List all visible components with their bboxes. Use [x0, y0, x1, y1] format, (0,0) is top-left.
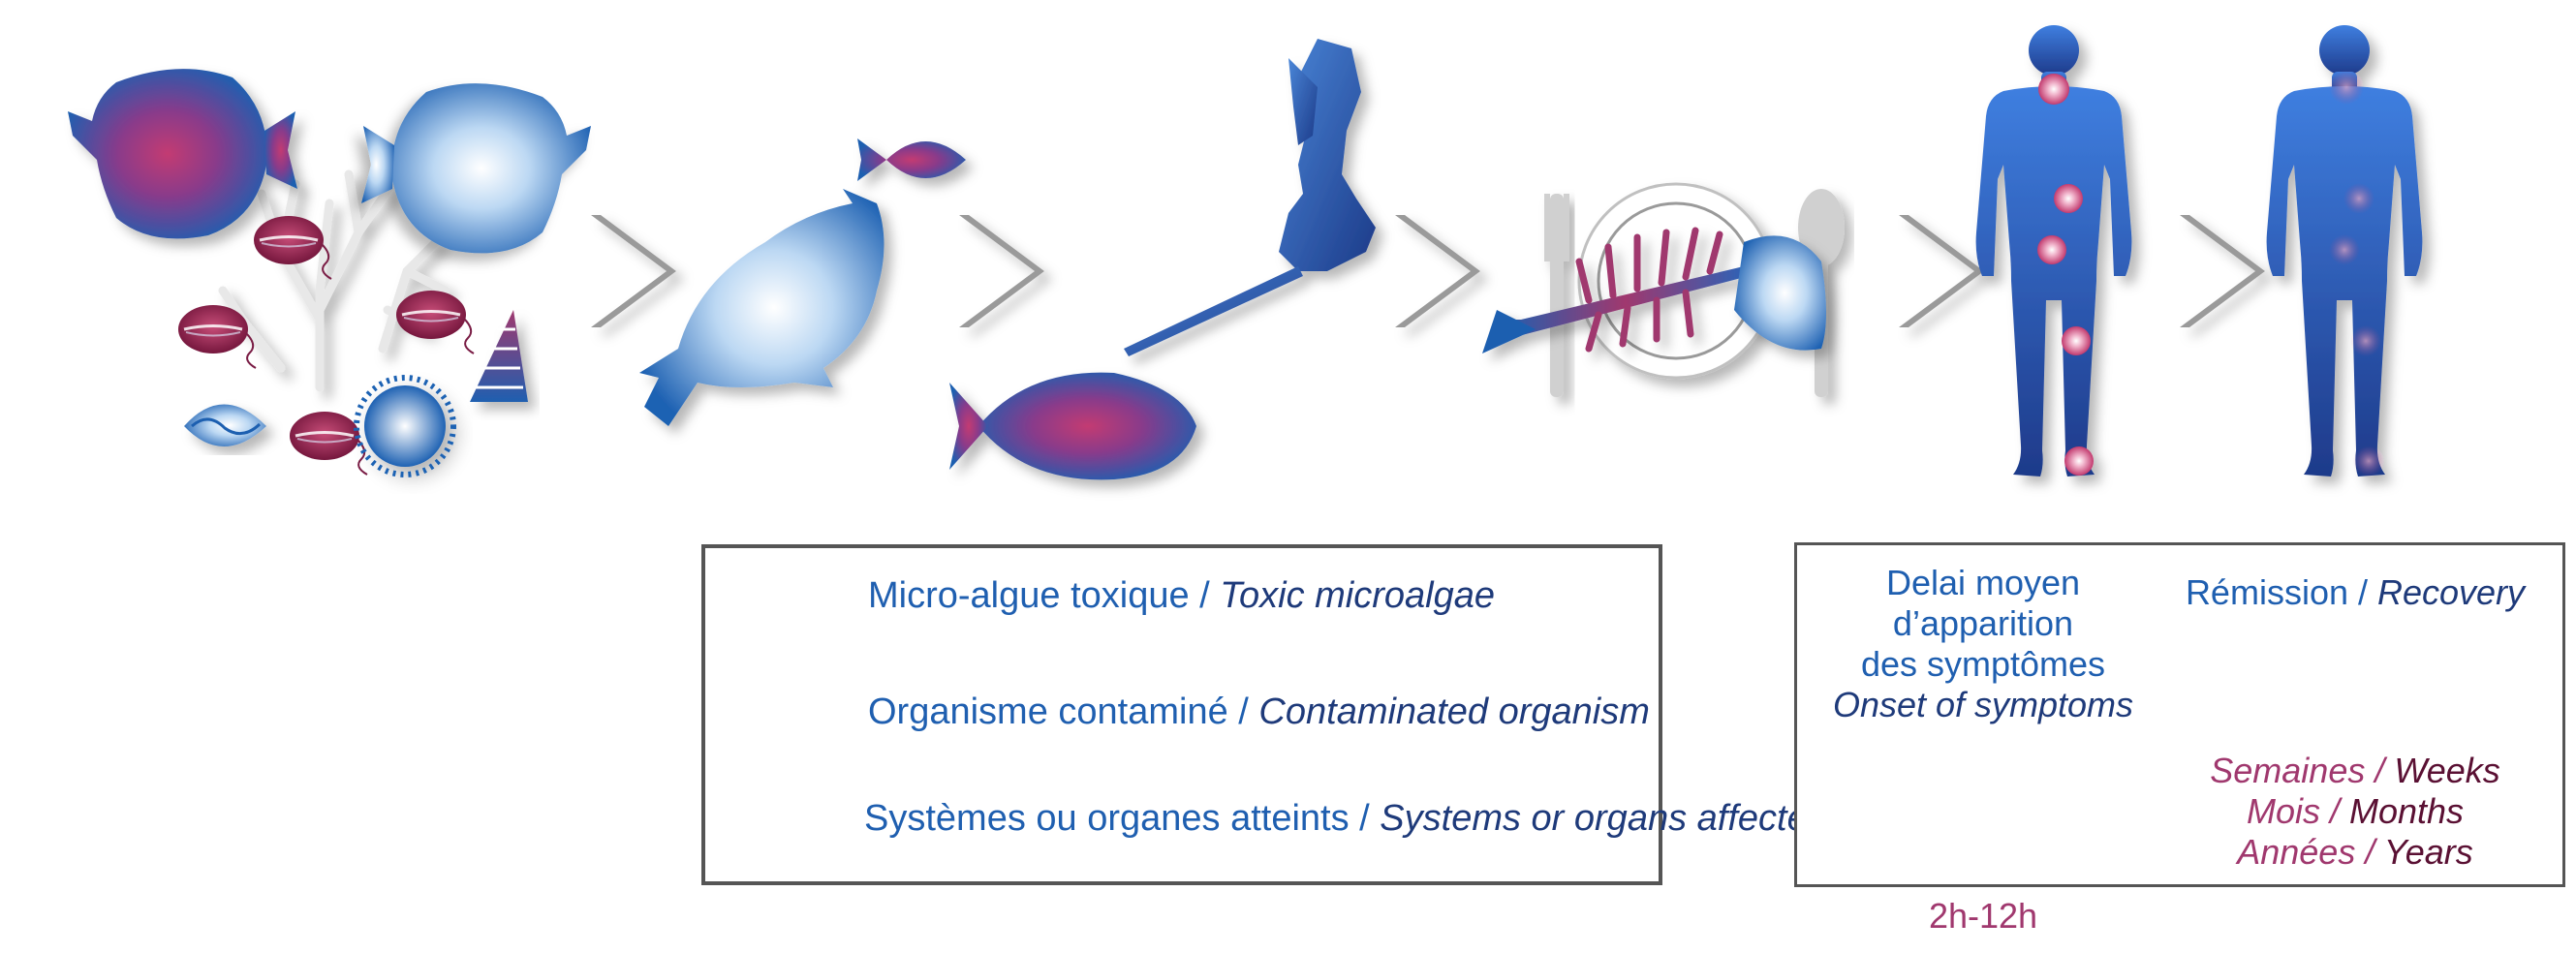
affected-organs [2037, 74, 2094, 476]
legend-fr: Organisme contaminé [868, 691, 1228, 732]
symptoms-stage [1975, 25, 2132, 476]
fading-organs [2329, 70, 2384, 476]
duration-fr: Années [2237, 832, 2356, 872]
duration-months: Mois / Months [2161, 791, 2549, 832]
onset-label-fr-2: des symptômes [1860, 644, 2106, 684]
meal-stage [1482, 182, 1845, 397]
surgeonfish-icon [361, 83, 591, 254]
legend-fr: Systèmes ou organes atteints [864, 797, 1350, 839]
duration-en: Months [2348, 791, 2465, 831]
organ-dot-icon [2038, 74, 2069, 105]
legend-fr: Micro-algue toxique [868, 574, 1190, 616]
recovery-stage [2266, 25, 2423, 476]
urchin-icon [354, 375, 456, 477]
legend-separator: / [1227, 691, 1259, 732]
organ-dot-icon [2064, 446, 2094, 476]
organ-dot-icon [2329, 234, 2360, 265]
microalga-icon [176, 303, 258, 370]
grouper-icon [639, 189, 885, 426]
shell-icon [470, 310, 528, 402]
remission-column: Rémission / Recovery Semaines / Weeks Mo… [2161, 572, 2549, 873]
chevron-right-icon [1899, 215, 1984, 327]
legend-label: Micro-algue toxique / Toxic microalgae [868, 575, 1495, 617]
chevron-right-icon [1395, 215, 1480, 327]
timeline-box: Delai moyen d’apparition des symptômes O… [1794, 542, 2565, 936]
chevron-right-icon [959, 215, 1044, 327]
small-fish-icon [857, 138, 966, 181]
onset-label-fr-1: Delai moyen d’apparition [1885, 563, 2081, 643]
predator-stage [639, 138, 966, 426]
organ-dot-icon [2037, 235, 2066, 264]
legend-box: Micro-algue toxique / Toxic microalgae O… [701, 544, 1828, 885]
chevron-right-icon [591, 215, 676, 327]
duration-en: Years [2383, 832, 2473, 872]
duration-en: Weeks [2394, 751, 2500, 790]
reef-fish-icon [184, 404, 266, 446]
organ-dot-icon [2350, 325, 2381, 356]
legend-label: Systèmes ou organes atteints / Systems o… [864, 798, 1828, 840]
legend-separator: / [1349, 797, 1381, 839]
legend-en: Toxic microalgae [1220, 574, 1496, 616]
spearfisher-icon [1124, 39, 1376, 356]
remission-en: Recovery [2377, 572, 2526, 612]
microalga-icon [394, 289, 476, 355]
remission-fr: Rémission [2185, 572, 2348, 612]
remission-label: Rémission / Recovery [2161, 572, 2549, 613]
onset-label-en: Onset of symptoms [1832, 685, 2134, 724]
organ-dot-icon [2343, 183, 2374, 214]
reef-stage [68, 69, 591, 477]
legend-label: Organisme contaminé / Contaminated organ… [868, 692, 1650, 733]
organ-dot-icon [2054, 184, 2083, 213]
legend-en: Contaminated organism [1258, 691, 1650, 732]
organ-dot-icon [2329, 70, 2364, 105]
remission-separator: / [2347, 572, 2377, 612]
duration-fr: Semaines [2210, 751, 2366, 790]
duration-years: Années / Years [2161, 832, 2549, 873]
duration-weeks: Semaines / Weeks [2161, 751, 2549, 791]
duration-separator: / [2365, 751, 2395, 790]
legend-row-microalgae: Micro-algue toxique / Toxic microalgae [868, 573, 1495, 618]
legend-separator: / [1189, 574, 1221, 616]
duration-separator: / [2355, 832, 2384, 872]
organ-dot-icon [2353, 446, 2384, 476]
duration-fr: Mois [2246, 791, 2320, 831]
spearfisher-stage [949, 39, 1376, 480]
fork-icon [1544, 194, 1569, 397]
duration-separator: / [2319, 791, 2349, 831]
speared-fish-icon [949, 372, 1196, 480]
legend-en: Systems or organs affected [1380, 797, 1828, 839]
chevron-right-icon [2180, 215, 2265, 327]
fish-bones-icon [1482, 227, 1826, 354]
legend-row-organs: Systèmes ou organes atteints / Systems o… [864, 796, 1828, 841]
onset-column: Delai moyen d’apparition des symptômes O… [1799, 563, 2167, 937]
legend-row-organism: Organisme contaminé / Contaminated organ… [868, 690, 1650, 734]
organ-dot-icon [2062, 326, 2091, 355]
onset-value: 2h-12h [1928, 896, 2038, 936]
surgeonfish-icon [68, 69, 297, 239]
